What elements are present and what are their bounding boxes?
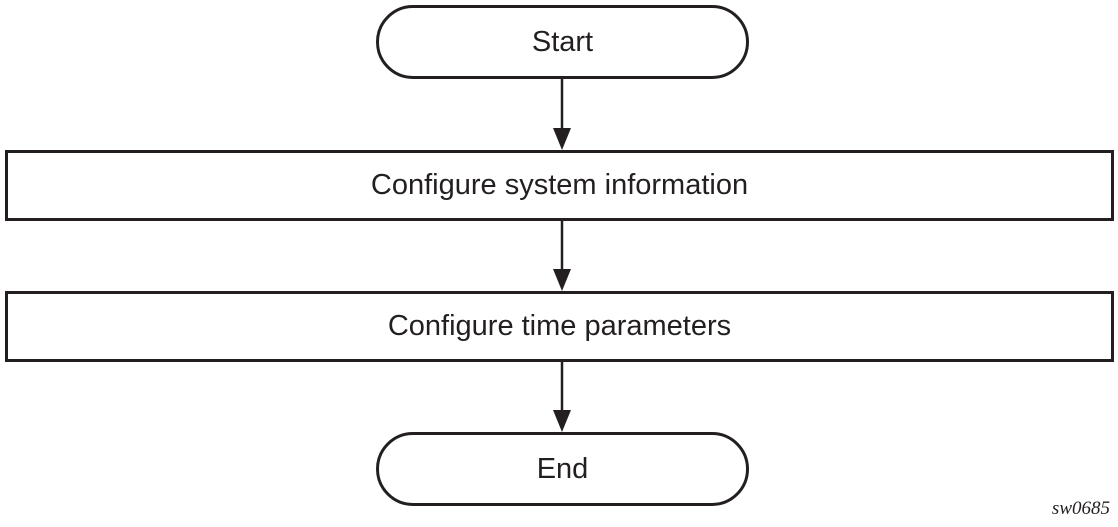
start-terminator: Start <box>376 5 749 79</box>
process-label: Configure system information <box>370 169 749 201</box>
process-configure-system-information: Configure system information <box>5 150 1114 221</box>
arrow-start-to-step-1 <box>553 79 571 150</box>
end-terminator: End <box>376 432 749 506</box>
end-label: End <box>536 452 589 485</box>
process-label: Configure time parameters <box>387 310 732 342</box>
process-configure-time-parameters: Configure time parameters <box>5 291 1114 362</box>
start-label: Start <box>531 25 594 58</box>
figure-id: sw0685 <box>1051 498 1110 519</box>
arrow-step-2-to-end <box>553 362 571 432</box>
arrow-step-1-to-step-2 <box>553 221 571 291</box>
